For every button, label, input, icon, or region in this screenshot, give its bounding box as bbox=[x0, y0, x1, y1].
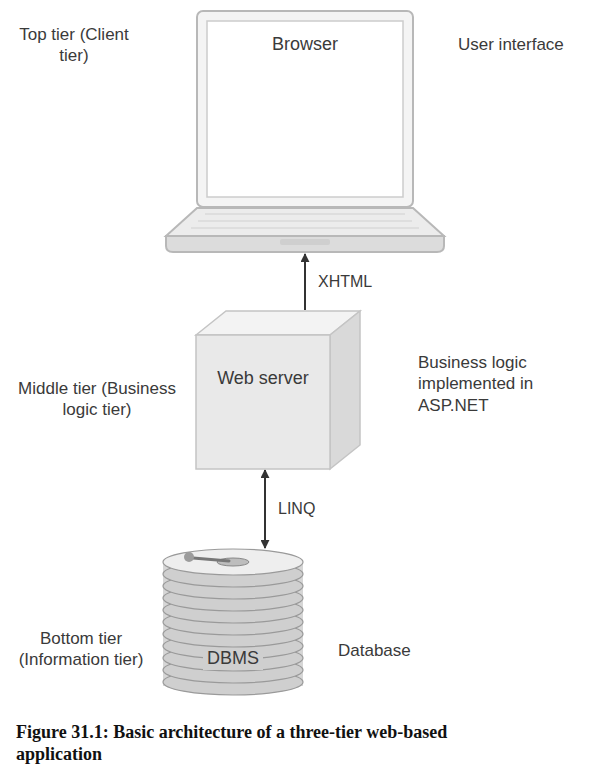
laptop-browser: Browser bbox=[165, 10, 445, 254]
dbms-disk: DBMS bbox=[160, 548, 306, 700]
tier-label: Bottom tier (Information tier) bbox=[8, 628, 154, 671]
web-server-cube: Web server bbox=[195, 310, 361, 470]
web-server-cube-outline bbox=[195, 310, 361, 470]
node-label: Web server bbox=[199, 368, 327, 390]
data-flow-arrow bbox=[304, 254, 306, 310]
protocol-label: XHTML bbox=[315, 273, 375, 291]
node-label: Browser bbox=[205, 34, 405, 56]
figure-caption: Figure 31.1: Basic architecture of a thr… bbox=[16, 722, 516, 765]
tier-label: Top tier (Client tier) bbox=[18, 24, 130, 67]
node-label: DBMS bbox=[203, 648, 263, 670]
role-label: User interface bbox=[458, 34, 598, 55]
data-flow-arrow bbox=[264, 470, 266, 548]
role-label: Business logic implemented in ASP.NET bbox=[418, 352, 553, 416]
dbms-disk-outline bbox=[160, 548, 306, 700]
tier-label: Middle tier (Business logic tier) bbox=[8, 378, 186, 421]
role-label: Database bbox=[338, 640, 458, 661]
protocol-label: LINQ bbox=[275, 500, 318, 518]
